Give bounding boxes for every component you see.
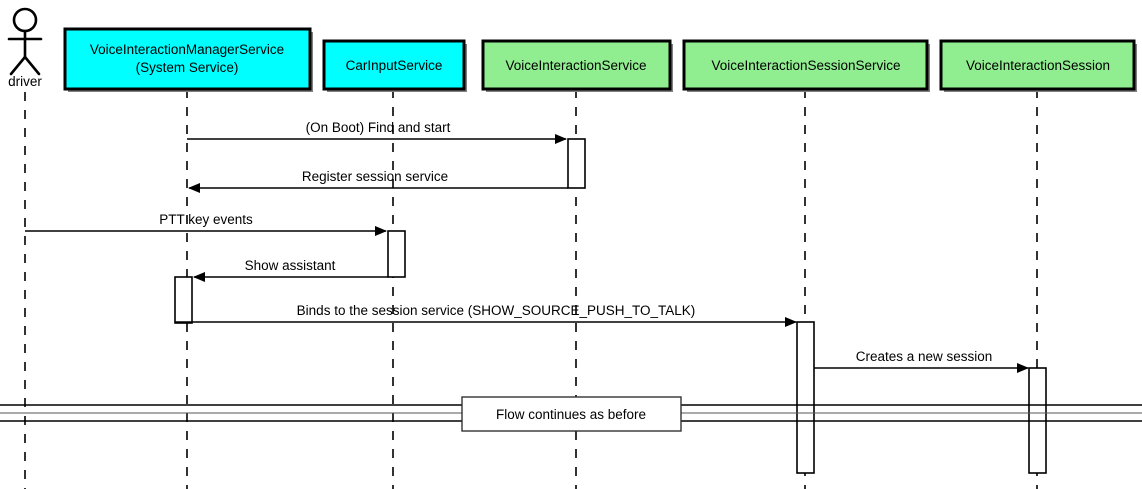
message-show-assistant: Show assistant — [193, 258, 388, 282]
participant-label-cis: CarInputService — [346, 58, 443, 73]
activation-bar-vims — [174, 276, 193, 324]
stick-figure-actor-icon — [7, 7, 43, 76]
message-on-boot-find-and-start: (On Boot) Find and start — [187, 120, 567, 144]
divider-box — [461, 396, 682, 432]
participant-box-viss[interactable] — [682, 39, 929, 91]
message-creates-a-new-session: Creates a new session — [814, 349, 1029, 373]
participant-voiceinteractionservice[interactable]: VoiceInteractionService — [481, 39, 673, 489]
message-label-m3: PTT key events — [159, 212, 253, 227]
participant-box-vims[interactable] — [63, 27, 312, 91]
message-label-m1: (On Boot) Find and start — [306, 120, 451, 135]
message-label-m4: Show assistant — [245, 258, 336, 273]
participant-box-vsession[interactable] — [939, 39, 1136, 91]
participant-box-cis[interactable] — [322, 39, 466, 91]
participant-label-vis: VoiceInteractionService — [505, 58, 646, 73]
participant-label-vims-line1: VoiceInteractionManagerService — [90, 42, 284, 57]
divider-label: Flow continues as before — [496, 407, 646, 422]
participant-label-vims-line2: (System Service) — [136, 60, 239, 75]
activation-bar-cis — [387, 230, 406, 278]
message-register-session-service: Register session service — [188, 169, 568, 193]
participant-voiceinteractionsession[interactable]: VoiceInteractionSession — [939, 39, 1137, 489]
participant-voiceinteractionmanagerservice[interactable]: VoiceInteractionManagerService (System S… — [63, 27, 313, 489]
participant-voiceinteractionsessionservice[interactable]: VoiceInteractionSessionService — [682, 39, 930, 489]
message-label-m5: Binds to the session service (SHOW_SOURC… — [297, 303, 696, 318]
activation-bar-vis — [567, 138, 586, 189]
message-label-m2: Register session service — [302, 169, 448, 184]
participant-label-vsession: VoiceInteractionSession — [966, 58, 1110, 73]
actor-label: driver — [8, 74, 42, 89]
message-binds-to-session-service: Binds to the session service (SHOW_SOURC… — [175, 303, 797, 327]
divider-flow-continues: Flow continues as before — [0, 396, 1142, 432]
message-ptt-key-events: PTT key events — [25, 212, 387, 236]
participant-box-vis[interactable] — [481, 39, 672, 91]
participant-label-viss: VoiceInteractionSessionService — [711, 58, 900, 73]
actor-driver: driver — [7, 7, 43, 489]
message-label-m6: Creates a new session — [856, 349, 993, 364]
activation-bar-viss — [796, 321, 815, 474]
participant-carinputservice[interactable]: CarInputService — [322, 39, 467, 489]
